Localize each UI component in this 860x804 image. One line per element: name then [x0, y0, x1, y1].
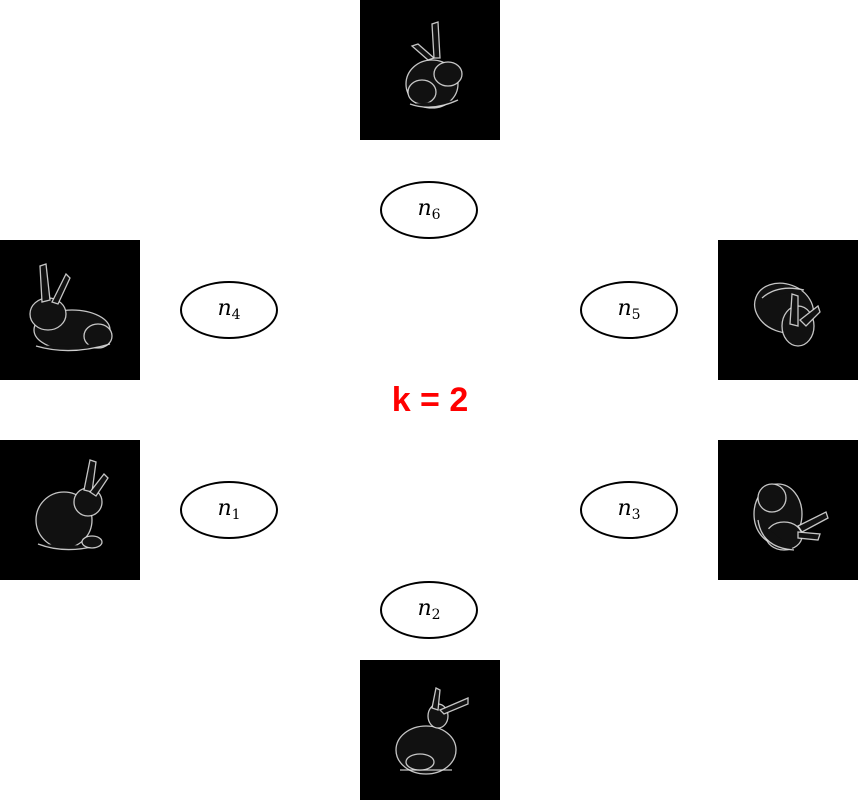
node-n4: n4 [180, 281, 278, 339]
k-label: k = 2 [391, 381, 469, 419]
node-label: n2 [417, 596, 441, 623]
thumbnail-n4 [0, 240, 140, 380]
thumbnail-n5 [718, 240, 858, 380]
node-n5: n5 [580, 281, 678, 339]
node-label: n5 [617, 296, 641, 323]
bunny-icon [29, 263, 113, 352]
thumbnail-n3 [718, 440, 858, 580]
node-n6: n6 [380, 181, 478, 239]
bunny-icon [405, 21, 463, 109]
node-n1: n1 [180, 481, 278, 539]
node-label: n4 [217, 296, 241, 323]
thumbnail-n1 [0, 440, 140, 580]
bunny-icon [35, 459, 109, 551]
node-n3: n3 [580, 481, 678, 539]
node-label: n1 [217, 496, 241, 523]
thumbnail-n2 [360, 660, 500, 800]
node-label: n6 [417, 196, 441, 223]
thumbnail-n6 [360, 0, 500, 140]
bunny-icon [395, 687, 469, 775]
bunny-icon [753, 483, 829, 551]
node-label: n3 [617, 496, 641, 523]
node-n2: n2 [380, 581, 478, 639]
bunny-icon [753, 282, 821, 347]
